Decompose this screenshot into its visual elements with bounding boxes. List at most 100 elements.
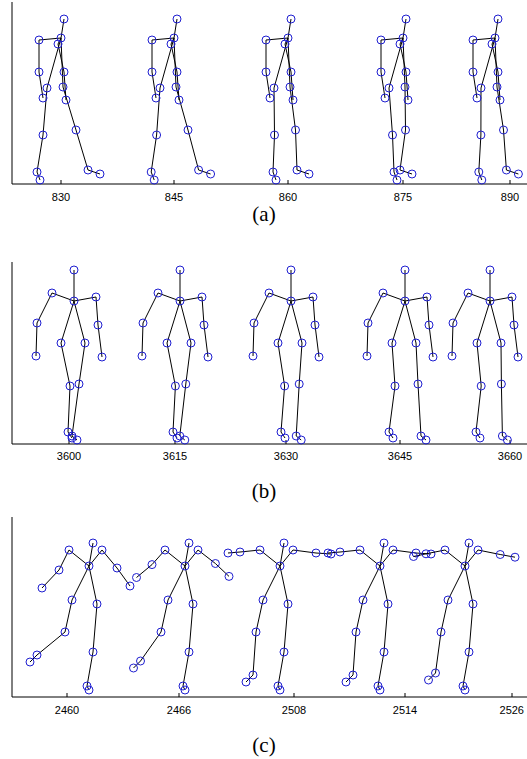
bone-line	[380, 566, 388, 604]
joint-marker	[393, 176, 401, 184]
joint-marker	[287, 297, 295, 305]
bone-line	[465, 550, 478, 566]
joint-marker	[32, 352, 40, 360]
joint-marker	[449, 319, 457, 327]
bone-line	[389, 88, 393, 135]
joint-marker	[184, 126, 192, 134]
joint-marker	[242, 678, 250, 686]
joint-marker	[172, 83, 180, 91]
joint-marker	[465, 648, 473, 656]
bone-line	[167, 301, 180, 343]
joint-marker	[259, 596, 267, 604]
bone-line	[137, 565, 153, 578]
frame-number: 3660	[498, 450, 522, 462]
bone-line	[328, 552, 340, 553]
x-axis-line	[12, 184, 527, 185]
joint-marker	[204, 353, 212, 361]
bone-line	[254, 293, 269, 323]
joint-marker	[36, 176, 44, 184]
bone-line	[378, 652, 384, 686]
joint-marker	[465, 539, 473, 547]
joint-marker	[469, 68, 477, 76]
joint-marker	[281, 382, 289, 390]
joint-marker	[236, 548, 244, 556]
joint-marker	[68, 432, 76, 440]
bone-line	[167, 343, 175, 386]
bone-line	[274, 38, 288, 88]
joint-marker	[385, 428, 393, 436]
joint-marker	[54, 40, 62, 48]
joint-marker	[200, 321, 208, 329]
joint-marker	[68, 434, 76, 442]
bone-line	[490, 270, 491, 301]
joint-marker	[389, 434, 397, 442]
bone-line	[416, 343, 418, 384]
axis-frame	[12, 2, 527, 184]
joint-marker	[68, 596, 76, 604]
joint-marker	[48, 289, 56, 297]
joint-marker	[148, 68, 156, 76]
joint-marker	[173, 434, 181, 442]
joint-marker	[503, 436, 511, 444]
joint-marker	[437, 628, 445, 636]
bone-line	[47, 38, 61, 88]
joint-marker	[422, 550, 430, 558]
stick-figure	[33, 15, 104, 184]
joint-marker	[401, 83, 409, 91]
bone-line	[63, 87, 76, 130]
bone-line	[441, 600, 448, 632]
bone-line	[280, 550, 293, 566]
joint-marker	[249, 671, 257, 679]
joint-marker	[271, 131, 279, 139]
bone-line	[168, 566, 185, 600]
joint-marker	[389, 131, 397, 139]
joint-marker	[281, 434, 289, 442]
bone-line	[253, 632, 256, 675]
joint-marker	[94, 321, 102, 329]
bone-line	[290, 87, 296, 130]
axis-tick	[294, 693, 295, 697]
joint-marker	[414, 380, 422, 388]
frame-number: 830	[52, 191, 70, 203]
stick-figure	[249, 266, 323, 444]
joint-marker	[167, 40, 175, 48]
joint-marker	[486, 266, 494, 274]
joint-marker	[429, 353, 437, 361]
axis-tick	[174, 180, 175, 184]
joint-marker	[250, 319, 258, 327]
bone-line	[79, 343, 85, 384]
bone-line	[61, 301, 74, 343]
bone-line	[61, 343, 70, 386]
joint-marker	[379, 289, 387, 297]
axis-tick	[288, 180, 289, 184]
joint-marker	[461, 686, 469, 694]
joint-marker	[376, 562, 384, 570]
bone-line	[405, 301, 416, 343]
joint-marker	[315, 353, 323, 361]
joint-marker	[85, 562, 93, 570]
joint-marker	[493, 83, 501, 91]
bone-line	[280, 566, 288, 604]
bone-line	[481, 38, 495, 88]
joint-marker	[272, 176, 280, 184]
joint-marker	[417, 432, 425, 440]
bone-line	[273, 135, 275, 172]
bone-line	[500, 555, 515, 558]
joint-marker	[93, 600, 101, 608]
bone-line	[152, 40, 153, 72]
bone-line	[161, 600, 168, 632]
bone-line	[186, 343, 191, 384]
bone-line	[429, 325, 433, 357]
joint-marker	[488, 40, 496, 48]
joint-marker	[187, 339, 195, 347]
joint-marker	[448, 352, 456, 360]
bone-line	[198, 550, 215, 564]
bone-line	[65, 600, 72, 632]
bone-line	[477, 343, 481, 386]
y-axis-line	[12, 262, 13, 444]
joint-marker	[497, 380, 505, 388]
stick-figure	[363, 266, 437, 444]
joint-marker	[356, 546, 364, 554]
frame-number: 3600	[57, 450, 81, 462]
bone-line	[152, 550, 165, 565]
